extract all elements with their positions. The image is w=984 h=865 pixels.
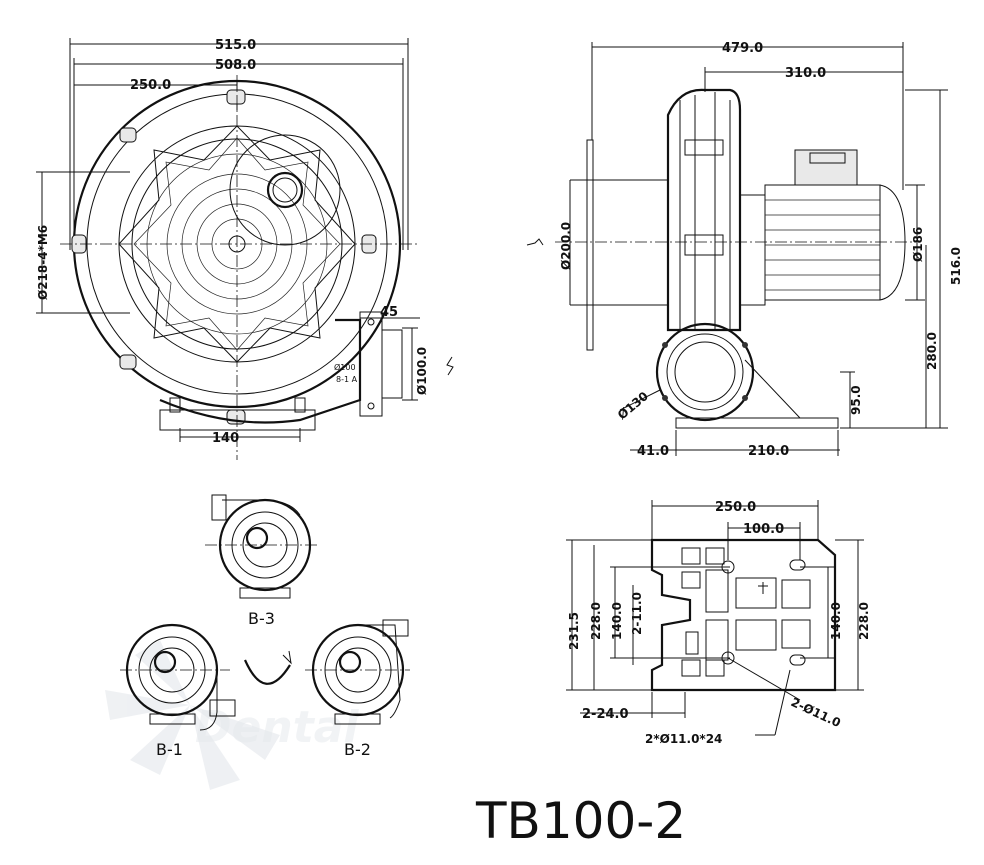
dim-plate-height-inner: 228.0 [589, 602, 603, 640]
dim-outlet-offset: 45 [380, 305, 398, 320]
dim-overall-width: 515.0 [215, 38, 256, 53]
outlet-flange-note2: 8-1 A [336, 375, 358, 384]
orientation-label-b2: B-2 [344, 740, 371, 759]
dim-plate-height-right: 228.0 [857, 602, 871, 640]
base-plate-view: 250.0 100.0 231.5 228.0 140.0 [566, 500, 871, 746]
orientation-b1: B-1 [120, 623, 236, 759]
dim-overall-height: 516.0 [949, 247, 963, 285]
orientation-label-b3: B-3 [248, 609, 275, 628]
dim-outlet-diameter: Ø130 [615, 389, 651, 422]
dim-mount-holes: Ø218-4*M6 [36, 225, 50, 300]
rotation-arrow [243, 650, 292, 685]
dim-plate-height-outer: 231.5 [567, 612, 581, 650]
outlet-flange-note: Ø100 [334, 362, 356, 372]
dim-slot-note: 2-11.0 [630, 592, 644, 635]
dim-foot-offset: 41.0 [637, 444, 669, 459]
dim-overall-length: 479.0 [722, 41, 763, 56]
model-title: TB100-2 [475, 792, 686, 850]
dim-slot-size: 2*Ø11.0*24 [645, 732, 722, 746]
watermark-text: Dental [195, 702, 359, 753]
orientation-b2: B-2 [305, 619, 410, 759]
dim-plate-width: 250.0 [715, 500, 756, 515]
dim-center-height: 280.0 [925, 332, 939, 370]
dim-hole-spacing-x: 100.0 [743, 522, 784, 537]
dim-base-width: 140 [212, 431, 239, 446]
dim-center-offset: 250.0 [130, 78, 171, 93]
dim-motor-diameter: Ø186 [911, 227, 925, 262]
side-view: 479.0 310.0 Ø200.0 [526, 41, 963, 459]
watermark-logo: Dental [105, 640, 359, 790]
front-view: 515.0 508.0 250.0 Ø218-4*M6 [36, 38, 454, 460]
orientation-b3: B-3 [205, 494, 320, 628]
dim-motor-length: 310.0 [785, 66, 826, 81]
dim-outlet-height: 95.0 [849, 385, 863, 415]
dim-body-width: 508.0 [215, 58, 256, 73]
dim-slot-spacing: 2-24.0 [582, 707, 629, 722]
dim-outlet-size: Ø100.0 [415, 347, 429, 395]
dim-foot-length: 210.0 [748, 444, 789, 459]
dim-hole-spacing-y: 140.0 [610, 602, 624, 640]
dim-hole-note: 2-Ø11.0 [789, 695, 843, 730]
dim-inlet-diameter: Ø200.0 [559, 222, 573, 270]
dim-hole-spacing-y-right: 140.0 [829, 602, 843, 640]
motor-fins [765, 199, 880, 291]
orientation-label-b1: B-1 [156, 740, 183, 759]
